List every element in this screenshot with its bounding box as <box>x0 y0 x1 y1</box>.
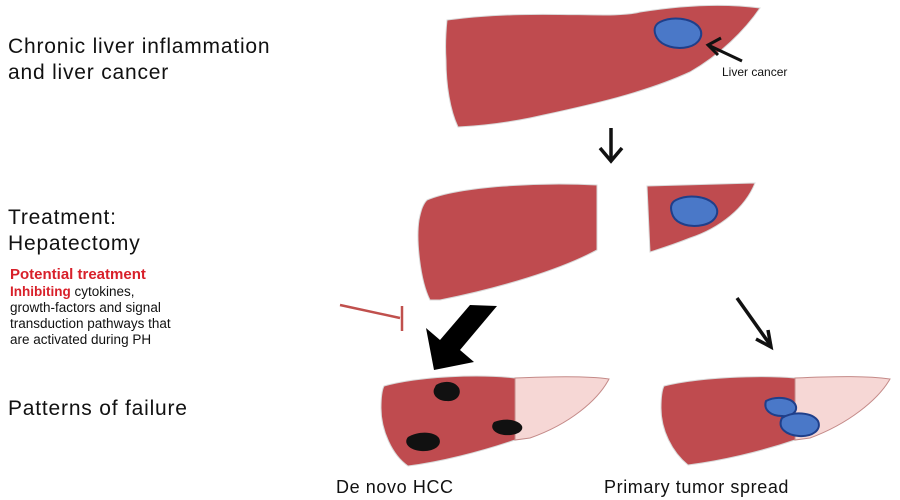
potential-treatment-text: cytokines, <box>70 284 135 299</box>
liver-shape <box>445 4 761 128</box>
row-label-line: Hepatectomy <box>8 232 141 255</box>
potential-treatment-line: growth-factors and signal <box>10 300 161 315</box>
resected-liver <box>646 182 756 253</box>
arrow-icon <box>705 36 722 57</box>
row-label-line: and liver cancer <box>8 61 170 84</box>
tumor <box>670 195 719 227</box>
new-tumor <box>406 432 440 452</box>
liver-with-cancer <box>445 4 761 128</box>
row-label-line: Chronic liver inflammation <box>8 35 271 58</box>
potential-treatment-box: Potential treatment Inhibiting cytokines… <box>10 266 310 348</box>
inhibitor-t-bar-icon <box>339 303 404 331</box>
new-tumor <box>492 419 523 436</box>
liver-cancer-callout: Liver cancer <box>722 65 788 79</box>
arrow-icon <box>735 296 774 351</box>
regenerated-liver <box>514 376 610 441</box>
potential-treatment-title: Potential treatment <box>10 266 146 283</box>
arrow-icon <box>426 305 497 370</box>
row-label-line: Treatment: <box>8 206 117 229</box>
liver-spread <box>660 376 891 466</box>
tumor <box>653 17 703 49</box>
liver-de-novo <box>380 375 610 467</box>
row-label-treatment: Treatment: Hepatectomy <box>8 205 141 257</box>
potential-treatment-line: Inhibiting cytokines, <box>10 284 310 300</box>
tumor <box>779 412 820 438</box>
new-tumor <box>433 381 460 402</box>
arrow-icon <box>707 43 743 63</box>
potential-treatment-line: are activated during PH <box>10 332 152 347</box>
inhibiting-word: Inhibiting <box>10 284 71 299</box>
caption-spread: Primary tumor spread <box>604 477 790 497</box>
potential-treatment-line: transduction pathways that <box>10 316 171 331</box>
row-label-patterns: Patterns of failure <box>8 397 188 420</box>
remaining-liver <box>417 183 598 301</box>
arrow-icon <box>598 128 624 164</box>
caption-de-novo: De novo HCC <box>336 477 454 497</box>
row-label-chronic: Chronic liver inflammation and liver can… <box>8 34 270 86</box>
liver-shape <box>660 376 796 466</box>
